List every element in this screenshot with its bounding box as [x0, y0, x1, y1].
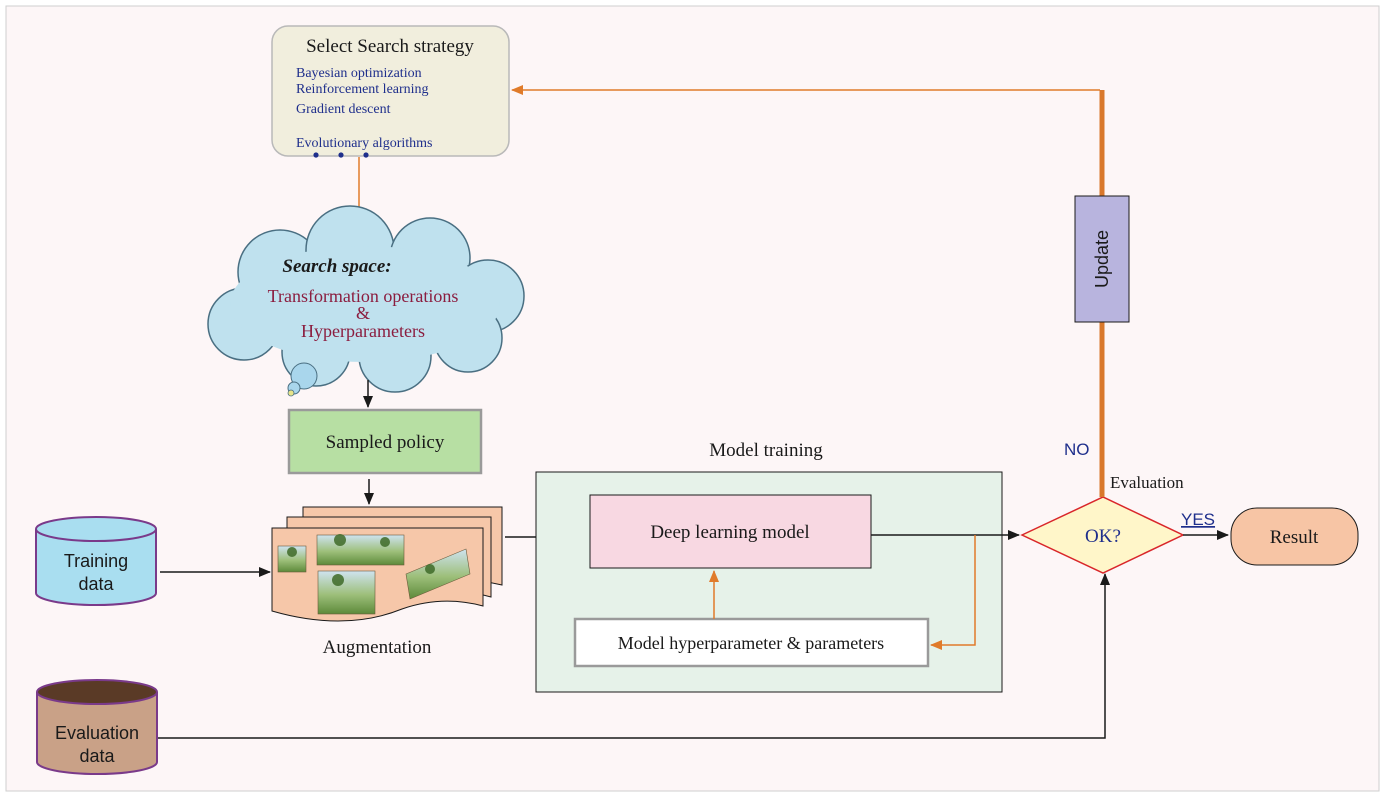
search-space-line1: Transformation operations [268, 286, 459, 306]
evaluation-data-line2: data [79, 746, 115, 766]
deep-learning-model-label: Deep learning model [650, 522, 809, 543]
ellipsis-dots-icon [313, 152, 369, 158]
search-strategy-title: Select Search strategy [306, 36, 474, 57]
cloud-bubble-large [290, 362, 318, 390]
evaluation-data-cylinder: Evaluation data [36, 679, 158, 775]
strategy-item-evolutionary: Evolutionary algorithms [296, 136, 432, 151]
augmentation-stack [271, 506, 503, 622]
result-label: Result [1270, 527, 1319, 548]
model-training-title: Model training [709, 440, 823, 461]
evaluation-label: Evaluation [1110, 473, 1184, 492]
sampled-policy-label: Sampled policy [326, 432, 445, 453]
augmentation-label: Augmentation [323, 637, 432, 658]
arrow-feedback-to-hyperparams [930, 535, 976, 650]
result-box: Result [1230, 507, 1359, 566]
thumbnail-3 [317, 570, 376, 615]
search-space-heading: Search space: [282, 256, 391, 277]
strategy-item-gradient: Gradient descent [296, 102, 391, 117]
thumbnail-4 [405, 548, 471, 600]
search-strategy-box: Select Search strategy Bayesian optimiza… [271, 25, 510, 158]
search-space-cloud: Search space: Transformation operations … [207, 205, 525, 397]
search-space-line2: & [356, 303, 370, 323]
model-training-area: Model training Deep learning model Model… [535, 440, 1003, 693]
training-data-line1: Training [64, 551, 128, 571]
hyperparameter-box [573, 617, 930, 668]
update-label: Update [1092, 230, 1112, 288]
cloud-bubble-small [287, 389, 295, 397]
no-label: NO [1064, 440, 1090, 459]
deep-learning-model-box [589, 494, 872, 569]
augmented-image-thumbnails [277, 534, 471, 615]
strategy-item-bayesian: Bayesian optimization [296, 66, 422, 81]
training-data-line2: data [78, 574, 114, 594]
hyperparameter-label: Model hyperparameter & parameters [618, 633, 884, 653]
sampled-policy-box: Sampled policy [287, 408, 483, 475]
arrow-evaluation-data-to-decision [158, 573, 1110, 739]
decision-label: OK? [1085, 526, 1121, 547]
evaluation-data-line1: Evaluation [55, 723, 139, 743]
yes-label: YES [1181, 510, 1215, 529]
update-box: Update [1074, 195, 1130, 323]
strategy-item-reinforcement: Reinforcement learning [296, 82, 429, 97]
thumbnail-2 [316, 534, 405, 566]
search-space-line3: Hyperparameters [301, 321, 425, 341]
training-data-cylinder: Training data [35, 516, 157, 606]
